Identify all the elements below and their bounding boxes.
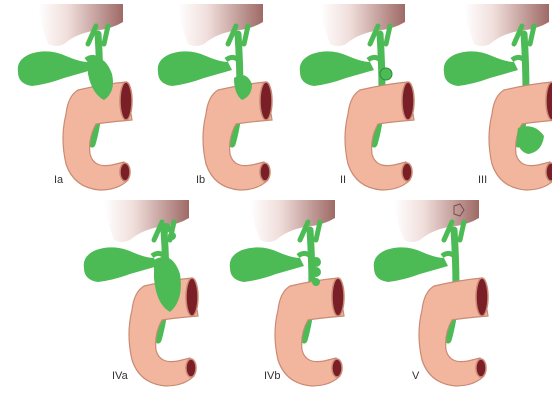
type-label: III — [478, 174, 487, 186]
panel-type-ii: II — [290, 4, 430, 194]
panel-type-iva: IVa — [74, 200, 214, 390]
cyst-diagram-ii — [290, 4, 430, 194]
panel-type-v: V — [364, 200, 504, 390]
cyst-diagram-iva — [74, 200, 214, 390]
cyst-diagram-ib — [148, 4, 288, 194]
panel-type-ia: Ia — [8, 4, 148, 194]
type-label: IVa — [112, 370, 128, 382]
cyst-diagram-ia — [8, 4, 148, 194]
cyst-diagram-ivb — [220, 200, 360, 390]
type-label: IVb — [264, 370, 281, 382]
type-label: V — [412, 370, 419, 382]
panel-type-ib: Ib — [148, 4, 288, 194]
type-label: Ib — [196, 174, 205, 186]
cyst-diagram-iii — [434, 4, 552, 194]
type-label: II — [340, 174, 346, 186]
cyst-diagram-v — [364, 200, 504, 390]
panel-type-ivb: IVb — [220, 200, 360, 390]
panel-type-iii: III — [434, 4, 552, 194]
type-label: Ia — [54, 174, 63, 186]
